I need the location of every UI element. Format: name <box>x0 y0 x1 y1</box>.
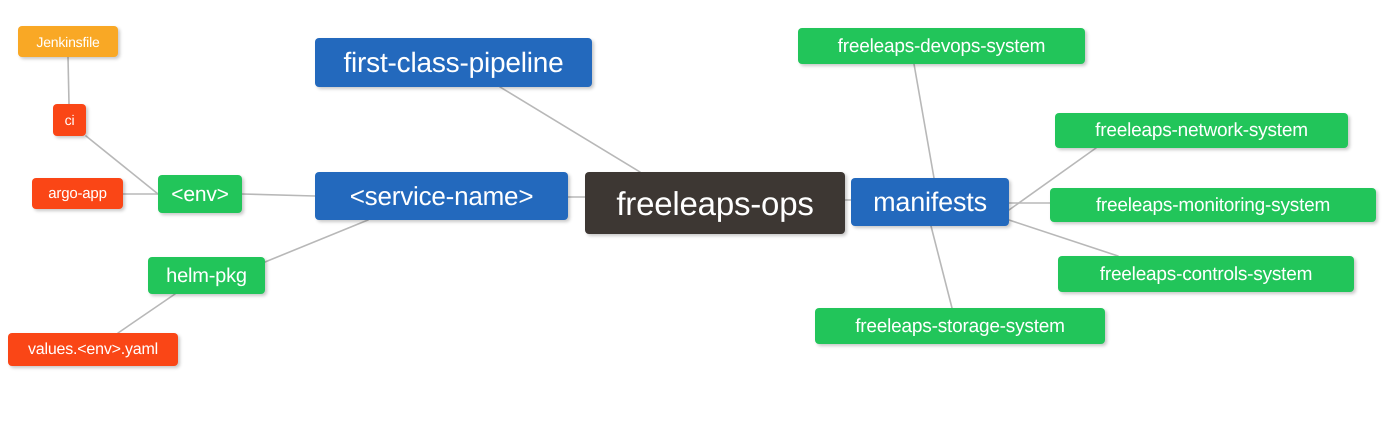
mindmap-node-label: ci <box>64 112 75 128</box>
mindmap-node-label: manifests <box>873 186 987 217</box>
mindmap-node-label: freeleaps-network-system <box>1095 120 1308 141</box>
mindmap-node-jenkinsfile[interactable]: Jenkinsfile <box>18 26 118 57</box>
mindmap-node-label: <service-name> <box>349 181 534 211</box>
mindmap-node-values-yaml[interactable]: values.<env>.yaml <box>8 333 178 366</box>
edge-helm-pkg-to-service-name <box>264 219 369 263</box>
edge-env-to-service-name <box>241 193 316 197</box>
mindmap-node-label: freeleaps-devops-system <box>837 35 1046 57</box>
edge-manifests-to-freeleaps-storage-system <box>930 225 953 309</box>
mindmap-node-helm-pkg[interactable]: helm-pkg <box>148 257 265 294</box>
mindmap-node-label: Jenkinsfile <box>36 33 100 50</box>
mindmap-node-label: freeleaps-ops <box>616 184 814 222</box>
edge-values-yaml-to-helm-pkg <box>117 293 176 334</box>
mindmap-node-freeleaps-devops-system[interactable]: freeleaps-devops-system <box>798 28 1085 64</box>
edge-manifests-to-freeleaps-devops-system <box>913 63 935 179</box>
mindmap-node-freeleaps-network-system[interactable]: freeleaps-network-system <box>1055 113 1348 148</box>
mindmap-node-freeleaps-storage-system[interactable]: freeleaps-storage-system <box>815 308 1105 344</box>
mindmap-node-freeleaps-monitoring-system[interactable]: freeleaps-monitoring-system <box>1050 188 1376 222</box>
mindmap-node-label: argo-app <box>48 185 107 202</box>
mindmap-node-argo-app[interactable]: argo-app <box>32 178 123 209</box>
mindmap-node-label: values.<env>.yaml <box>27 340 158 358</box>
mindmap-node-env[interactable]: <env> <box>158 175 242 213</box>
edge-first-class-pipeline-to-freeleaps-ops <box>499 86 641 173</box>
mindmap-node-service-name[interactable]: <service-name> <box>315 172 568 220</box>
edge-jenkinsfile-to-ci <box>67 56 70 105</box>
edge-manifests-to-freeleaps-controls-system <box>1008 219 1119 257</box>
mindmap-node-freeleaps-controls-system[interactable]: freeleaps-controls-system <box>1058 256 1354 292</box>
mindmap-node-label: freeleaps-monitoring-system <box>1095 194 1331 216</box>
mindmap-node-freeleaps-ops[interactable]: freeleaps-ops <box>585 172 845 234</box>
mindmap-node-ci[interactable]: ci <box>53 104 86 136</box>
mindmap-node-first-class-pipeline[interactable]: first-class-pipeline <box>315 38 592 87</box>
mindmap-node-label: freeleaps-controls-system <box>1099 263 1313 285</box>
mindmap-node-manifests[interactable]: manifests <box>851 178 1009 226</box>
mindmap-node-label: <env> <box>171 182 229 206</box>
mindmap-node-label: helm-pkg <box>166 264 247 287</box>
mindmap-node-label: freeleaps-storage-system <box>855 315 1065 337</box>
mindmap-node-label: first-class-pipeline <box>343 46 564 78</box>
